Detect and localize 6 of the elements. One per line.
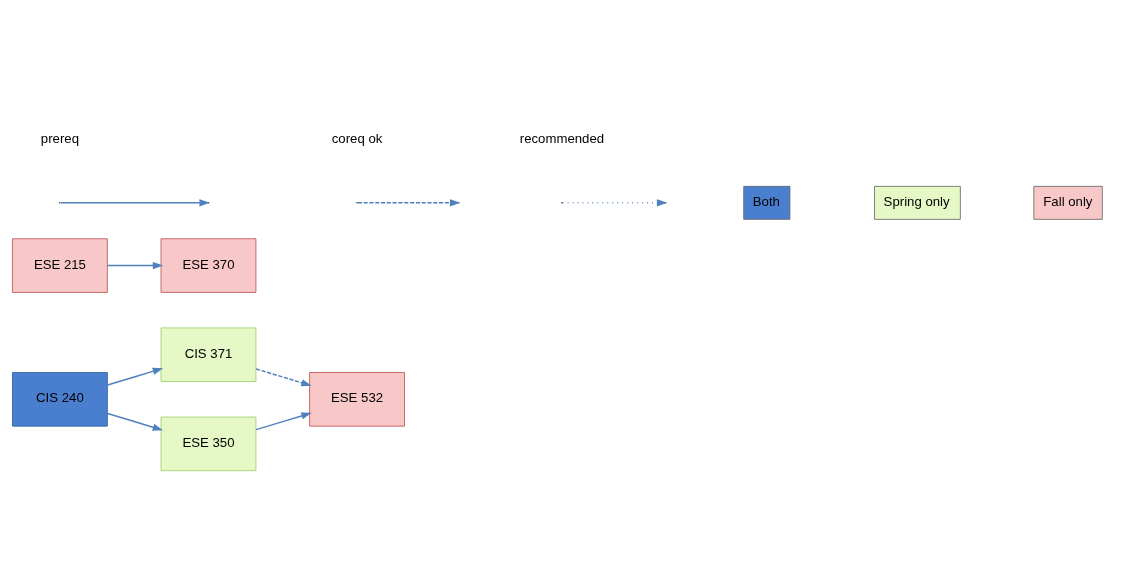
legend-label: prereq [40, 131, 79, 147]
legend-label: coreq ok [331, 131, 383, 147]
legend-label: Both [752, 193, 780, 209]
legend-label: Spring only [883, 193, 950, 209]
legend-label: Fall only [1043, 193, 1093, 209]
legend-label: recommended [519, 131, 605, 147]
